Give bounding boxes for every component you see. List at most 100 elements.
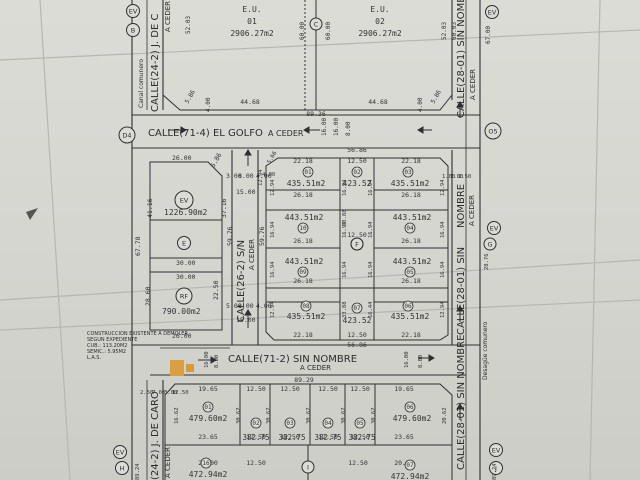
center-v-a1: 16.94 <box>342 179 348 196</box>
bottom-w1: 12.50 <box>246 385 266 393</box>
bottom-lot-circle <box>202 401 214 413</box>
circle-c9 <box>484 122 502 140</box>
bottom-d1: 30.62 <box>236 407 242 424</box>
lot06-num: 06 <box>404 303 412 310</box>
center-v-a3: 16.94 <box>270 221 276 238</box>
lot-circle <box>404 266 416 278</box>
construccion-l1: CONSTRUCCION EXISTENTE A DEMOLER <box>87 331 188 337</box>
bottom-row2-left-area: 472.94m2 <box>189 470 228 479</box>
bottom-d6: 20.62 <box>442 407 448 424</box>
left-v2: 37.16 <box>220 198 228 218</box>
lot07-num: 07 <box>353 305 361 312</box>
left-rf-area: 790.00m2 <box>162 307 201 316</box>
bottom-lot02-num: 02 <box>252 420 260 427</box>
lot09-num: 09 <box>299 269 307 276</box>
bottom-lot-circle <box>322 417 334 429</box>
lot-circle <box>351 302 363 314</box>
lot01-area: 435.51m2 <box>287 179 326 188</box>
top-corner-left2: 4.00 <box>205 97 212 112</box>
center-top-12-94: 12.94 <box>258 169 264 186</box>
construction-marker <box>160 347 230 376</box>
bottom-row2-left-num: 16 <box>202 460 210 467</box>
circle-label-c2: B <box>131 27 135 35</box>
lot-circle <box>351 166 363 178</box>
bottom-w20b: 20.00 <box>394 459 414 467</box>
circle-c8 <box>118 126 136 144</box>
lot-circle <box>404 222 416 234</box>
bottom-lot06-num: 06 <box>406 404 414 411</box>
bottom-d2: 30.62 <box>266 407 272 424</box>
bottom-lot-circle <box>404 459 416 471</box>
bottom-lot06-area: 479.60m2 <box>393 414 432 423</box>
lot03-w: 22.18 <box>401 157 421 165</box>
bottom-v-right2: 89.24 <box>492 463 498 480</box>
lot-circle <box>300 300 312 312</box>
top-mid-a: 16.00 <box>321 118 328 136</box>
eu1-area: 2906.27m2 <box>230 29 274 38</box>
circle-c12 <box>175 287 193 305</box>
eu1-num: 01 <box>247 17 257 26</box>
left-v5: 22.50 <box>212 280 220 300</box>
center-v-b2: 33.88 <box>342 209 348 226</box>
bottom-top-total: 89.29 <box>294 376 314 384</box>
circle-label-c6: EV <box>488 9 497 17</box>
left-ev-area: 1226.90m2 <box>164 208 208 217</box>
lot-circle <box>402 166 414 178</box>
circle-c10 <box>487 221 501 235</box>
street-left-bot-cede: A CEDER <box>164 447 172 478</box>
left-block-outline <box>149 161 223 331</box>
eu2-num: 02 <box>375 17 385 26</box>
lot10-area: 443.51m2 <box>285 213 324 222</box>
circle-label-c16: J <box>494 465 497 473</box>
construccion-l2: SEGUN EXPEDIENTE <box>87 337 137 343</box>
center-r-top: 1.00 <box>442 174 455 180</box>
center-bot-total: 56.86 <box>347 341 367 349</box>
top-corner-right: 5.86 <box>430 89 443 105</box>
bottom-lot04-area: 382.75 <box>314 433 341 442</box>
center-v-a9: 16.94 <box>368 261 374 278</box>
center-v-c4: 12.94 <box>440 301 446 318</box>
top-d-center: 89.36 <box>306 110 326 118</box>
eu2-label: E.U. <box>370 5 389 14</box>
circle-label-c10: EV <box>490 225 499 233</box>
lot06-area: 435.51m2 <box>391 312 430 321</box>
center-f-circle <box>350 237 364 251</box>
canal-bottom-right: Desagüe comunero <box>482 321 489 380</box>
top-d-right: 44.68 <box>368 98 388 106</box>
street-sinnombre-label: CALLE(71-2) SIN NOMBRE <box>228 354 357 365</box>
bottom-w2: 12.50 <box>280 385 300 393</box>
bottom-v1600b: 16.00 <box>404 351 410 368</box>
bottom-v800: 8.00 <box>214 355 220 368</box>
center-top-4: 4.00 <box>262 172 275 178</box>
bottom-w10: 12.50 <box>348 459 368 467</box>
bottom-left-nums3: 3.00 <box>164 390 177 396</box>
bottom-bw1: 23.65 <box>198 433 218 441</box>
left-v6: 59.76 <box>226 226 234 246</box>
circle-label-c1: EV <box>129 8 138 16</box>
circle-label-c12: RF <box>180 293 189 301</box>
top-corner-left: 5.86 <box>184 89 197 105</box>
center-v-c2: 12.94 <box>440 179 446 196</box>
circle-c16 <box>489 461 503 475</box>
top-d-left: 44.68 <box>240 98 260 106</box>
lot09-b: 26.18 <box>293 277 313 285</box>
center-f-w: 12.50 <box>347 231 367 239</box>
reference-circles <box>113 4 503 475</box>
lot01-num: 01 <box>304 169 312 176</box>
lot05-num: 05 <box>406 269 414 276</box>
top-mid-b: 16.00 <box>333 118 340 136</box>
bottom-row2-right-num: 07 <box>406 462 414 469</box>
left-corner: 5.86 <box>209 151 224 169</box>
circle-label-c7: G <box>487 241 492 249</box>
bottom-d3: 30.62 <box>306 407 312 424</box>
bottom-v1662: 16.62 <box>174 407 180 424</box>
lot01-w: 22.18 <box>293 157 313 165</box>
center-v-a6: 16.94 <box>440 221 446 238</box>
circle-label-c9: O5 <box>488 128 497 136</box>
left-bot-c: 4.00 <box>256 302 272 310</box>
top-v-center1: 60.00 <box>299 22 306 40</box>
bottom-w3: 12.50 <box>318 385 338 393</box>
lot02-num: 02 <box>353 169 361 176</box>
bottom-right-w: 19.65 <box>394 385 414 393</box>
